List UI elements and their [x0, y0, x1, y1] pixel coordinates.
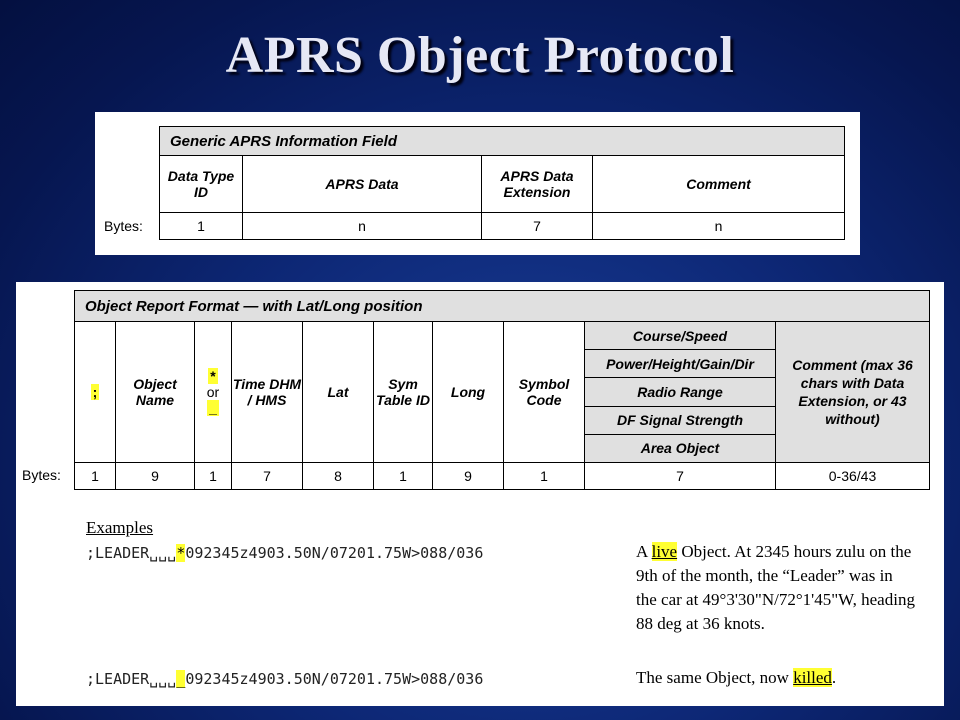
- example-live-suffix: 092345z4903.50N/07201.75W>088/036: [185, 544, 484, 562]
- example-killed-suffix: 092345z4903.50N/07201.75W>088/036: [185, 670, 484, 688]
- generic-bytes-label: Bytes:: [104, 218, 143, 234]
- col-live-killed: * or _: [194, 321, 232, 463]
- example-killed-underscore: _: [176, 670, 186, 688]
- col-object-name: Object Name: [115, 321, 195, 463]
- example-live-desc-a: A: [636, 542, 652, 561]
- col-sym-table-id: Sym Table ID: [373, 321, 433, 463]
- examples-heading: Examples: [86, 518, 154, 537]
- object-bytes-cell: 7: [584, 462, 776, 490]
- live-star-highlight: *: [208, 368, 218, 384]
- example-live-word: live: [651, 542, 678, 561]
- col-long: Long: [432, 321, 504, 463]
- slide-title: APRS Object Protocol: [225, 27, 735, 84]
- example-live-desc-b: Object. At 2345 hours zulu on the 9th of…: [636, 542, 915, 633]
- col-data-type-semicolon: ;: [74, 321, 116, 463]
- example-live-prefix: ;LEADER␣␣␣: [86, 544, 177, 562]
- object-format-header: Object Report Format — with Lat/Long pos…: [74, 290, 930, 322]
- semicolon-highlight: ;: [90, 384, 100, 400]
- object-bytes-label: Bytes:: [22, 467, 61, 483]
- object-format-panel: Bytes: Object Report Format — with Lat/L…: [16, 282, 944, 706]
- object-bytes-cell: 1: [373, 462, 433, 490]
- example-killed-desc-b: .: [831, 668, 837, 687]
- ext-option-radio-range: Radio Range: [584, 377, 776, 407]
- object-bytes-cell: 9: [432, 462, 504, 490]
- generic-col-data-type-id: Data Type ID: [159, 155, 243, 213]
- object-bytes-cell: 8: [302, 462, 374, 490]
- object-bytes-cell: 1: [503, 462, 585, 490]
- generic-col-aprs-data-extension: APRS Data Extension: [481, 155, 593, 213]
- generic-bytes-cell: n: [242, 212, 482, 240]
- col-lat: Lat: [302, 321, 374, 463]
- object-bytes-cell: 7: [231, 462, 303, 490]
- generic-field-panel: Bytes: Generic APRS Information Field Da…: [95, 112, 860, 255]
- object-bytes-cell: 0-36/43: [775, 462, 930, 490]
- object-bytes-cell: 1: [194, 462, 232, 490]
- ext-option-df-signal: DF Signal Strength: [584, 405, 776, 435]
- example-live-description: A live Object. At 2345 hours zulu on the…: [636, 540, 916, 636]
- example-killed-description: The same Object, now killed.: [636, 666, 926, 690]
- generic-field-header: Generic APRS Information Field: [159, 126, 845, 156]
- generic-bytes-cell: 7: [481, 212, 593, 240]
- example-killed-desc-a: The same Object, now: [636, 668, 794, 687]
- ext-option-course-speed: Course/Speed: [584, 320, 776, 351]
- generic-field-table: Generic APRS Information Field Data Type…: [159, 126, 845, 240]
- example-killed-word: killed: [793, 668, 832, 687]
- example-killed-prefix: ;LEADER␣␣␣: [86, 670, 177, 688]
- col-symbol-code: Symbol Code: [503, 321, 585, 463]
- generic-bytes-cell: n: [592, 212, 845, 240]
- col-comment: Comment (max 36 chars with Data Extensio…: [775, 321, 930, 463]
- live-or-text: or: [206, 384, 220, 400]
- example-live-code: ;LEADER␣␣␣*092345z4903.50N/07201.75W>088…: [86, 544, 483, 562]
- example-live-star: *: [176, 544, 186, 562]
- ext-option-power-height: Power/Height/Gain/Dir: [584, 349, 776, 379]
- generic-col-aprs-data: APRS Data: [242, 155, 482, 213]
- generic-bytes-cell: 1: [159, 212, 243, 240]
- killed-underscore-highlight: _: [207, 400, 219, 416]
- example-killed-code: ;LEADER␣␣␣_092345z4903.50N/07201.75W>088…: [86, 670, 483, 688]
- object-bytes-cell: 9: [115, 462, 195, 490]
- object-format-table: Object Report Format — with Lat/Long pos…: [74, 290, 930, 490]
- generic-col-comment: Comment: [592, 155, 845, 213]
- ext-option-area-object: Area Object: [584, 433, 776, 464]
- col-time: Time DHM / HMS: [231, 321, 303, 463]
- object-bytes-cell: 1: [74, 462, 116, 490]
